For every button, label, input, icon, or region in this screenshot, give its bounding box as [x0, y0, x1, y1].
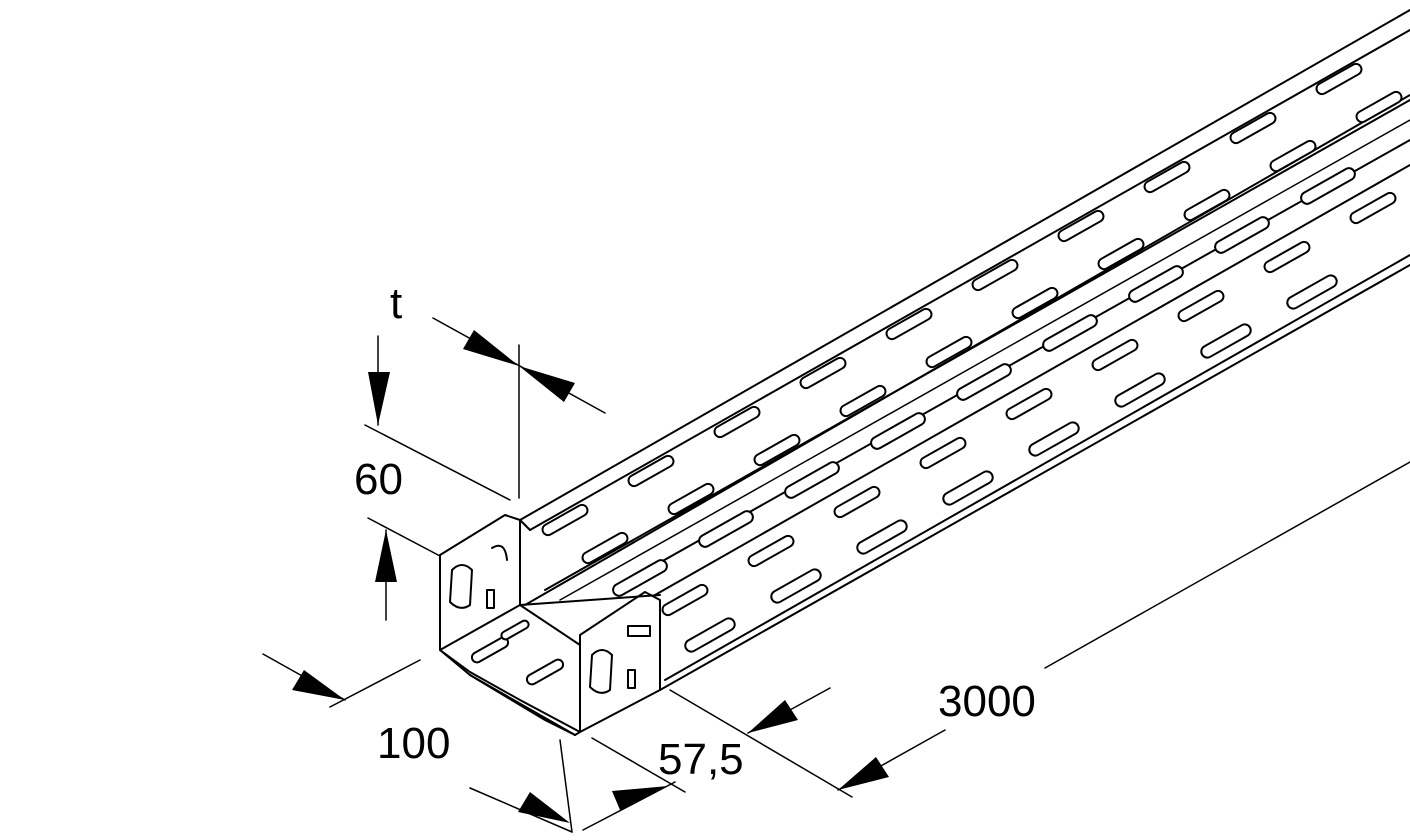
slot: [1028, 421, 1080, 457]
slot: [525, 658, 565, 686]
slot: [667, 482, 715, 516]
slot: [1177, 289, 1225, 323]
slot: [770, 568, 822, 604]
slot: [1269, 139, 1317, 173]
height-label: 60: [354, 455, 403, 504]
dim-width: [262, 653, 573, 833]
slot: [799, 356, 847, 390]
slot: [1200, 323, 1252, 359]
slot: [1057, 209, 1105, 243]
width-label: 100: [377, 719, 451, 768]
slot: [1214, 216, 1270, 254]
slot: [1128, 265, 1184, 303]
slot: [1286, 274, 1338, 310]
connector-left: [449, 544, 508, 609]
slot: [971, 258, 1019, 292]
slot: [747, 534, 795, 568]
slot: [885, 307, 933, 341]
slot: [784, 461, 840, 499]
slot: [1005, 387, 1053, 421]
slot: [1349, 191, 1397, 225]
connector-right: [589, 625, 651, 694]
flange-label: 57,5: [658, 735, 744, 784]
slot: [698, 510, 754, 548]
dim-length: [669, 461, 1410, 798]
slot: [942, 470, 994, 506]
dim-flange: [582, 737, 686, 831]
slot: [684, 617, 736, 653]
slot: [1097, 237, 1145, 271]
slot: [1263, 240, 1311, 274]
slot: [612, 559, 668, 597]
slot: [833, 485, 881, 519]
slot: [581, 531, 629, 565]
slot: [541, 503, 589, 537]
slot: [1355, 90, 1403, 124]
dim-height: [364, 335, 511, 621]
slot: [956, 363, 1012, 401]
slot: [1011, 286, 1059, 320]
length-label: 3000: [938, 677, 1036, 726]
slot: [470, 636, 510, 664]
slot: [627, 454, 675, 488]
dim-thickness: [432, 317, 606, 499]
slot: [1114, 372, 1166, 408]
slot: [1229, 111, 1277, 145]
slot: [500, 619, 530, 641]
slot: [1143, 160, 1191, 194]
trunking-body: [439, 9, 1410, 736]
slot: [1091, 338, 1139, 372]
slot: [661, 583, 709, 617]
slot: [925, 335, 973, 369]
perforation-slots: [470, 62, 1403, 686]
slot: [713, 405, 761, 439]
slot: [753, 433, 801, 467]
slot: [1183, 188, 1231, 222]
slot: [870, 412, 926, 450]
slot: [1315, 62, 1363, 96]
slot: [856, 519, 908, 555]
slot: [1042, 314, 1098, 352]
thickness-label: t: [390, 279, 403, 328]
slot: [919, 436, 967, 470]
slot: [839, 384, 887, 418]
slot: [1300, 167, 1356, 205]
